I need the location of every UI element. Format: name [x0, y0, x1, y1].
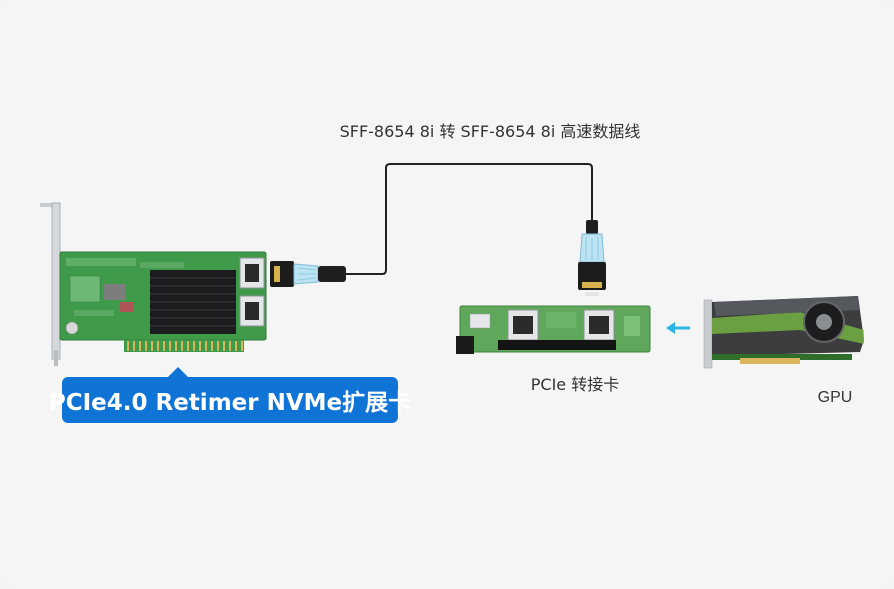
adapter-card-image: [456, 306, 650, 354]
gpu-image: [704, 296, 864, 368]
retimer-card-label-badge: PCIe4.0 Retimer NVMe扩展卡: [62, 377, 398, 423]
insert-arrow-icon: [666, 322, 690, 334]
adapter-card-label: PCIe 转接卡: [490, 371, 660, 395]
cable-label: SFF-8654 8i 转 SFF-8654 8i 高速数据线: [300, 118, 680, 142]
gpu-label: GPU: [800, 389, 870, 407]
badge-pointer: [168, 367, 188, 377]
cable-line: [345, 164, 592, 274]
retimer-cable-connector: [270, 261, 346, 287]
retimer-card-image: [40, 203, 266, 366]
adapter-cable-connector: [578, 220, 606, 296]
